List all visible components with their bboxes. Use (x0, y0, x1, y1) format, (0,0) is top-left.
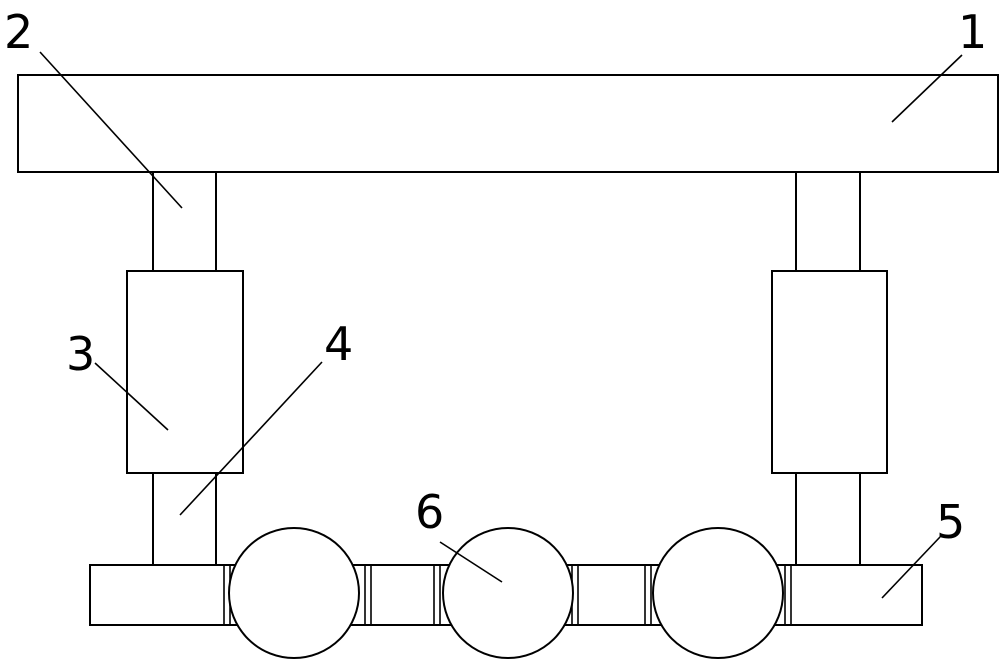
callout-label-6: 6 (415, 485, 444, 539)
callout-label-2: 2 (4, 5, 33, 59)
leader-line-2 (39, 51, 183, 209)
roller-right (652, 527, 784, 659)
leader-line-1 (891, 54, 963, 123)
callout-label-3: 3 (66, 327, 95, 381)
right-sleeve (771, 270, 888, 474)
callout-label-5: 5 (936, 495, 965, 549)
roller-left (228, 527, 360, 659)
callout-label-4: 4 (324, 317, 353, 371)
leader-line-4 (179, 361, 323, 516)
leader-line-6 (439, 541, 503, 583)
top-plate (17, 74, 999, 173)
right-upper-column (795, 171, 861, 272)
left-sleeve (126, 270, 244, 474)
leader-line-5 (881, 536, 941, 599)
roller-middle (442, 527, 574, 659)
callout-label-1: 1 (958, 5, 987, 59)
leader-line-3 (94, 362, 169, 431)
right-lower-column (795, 472, 861, 566)
